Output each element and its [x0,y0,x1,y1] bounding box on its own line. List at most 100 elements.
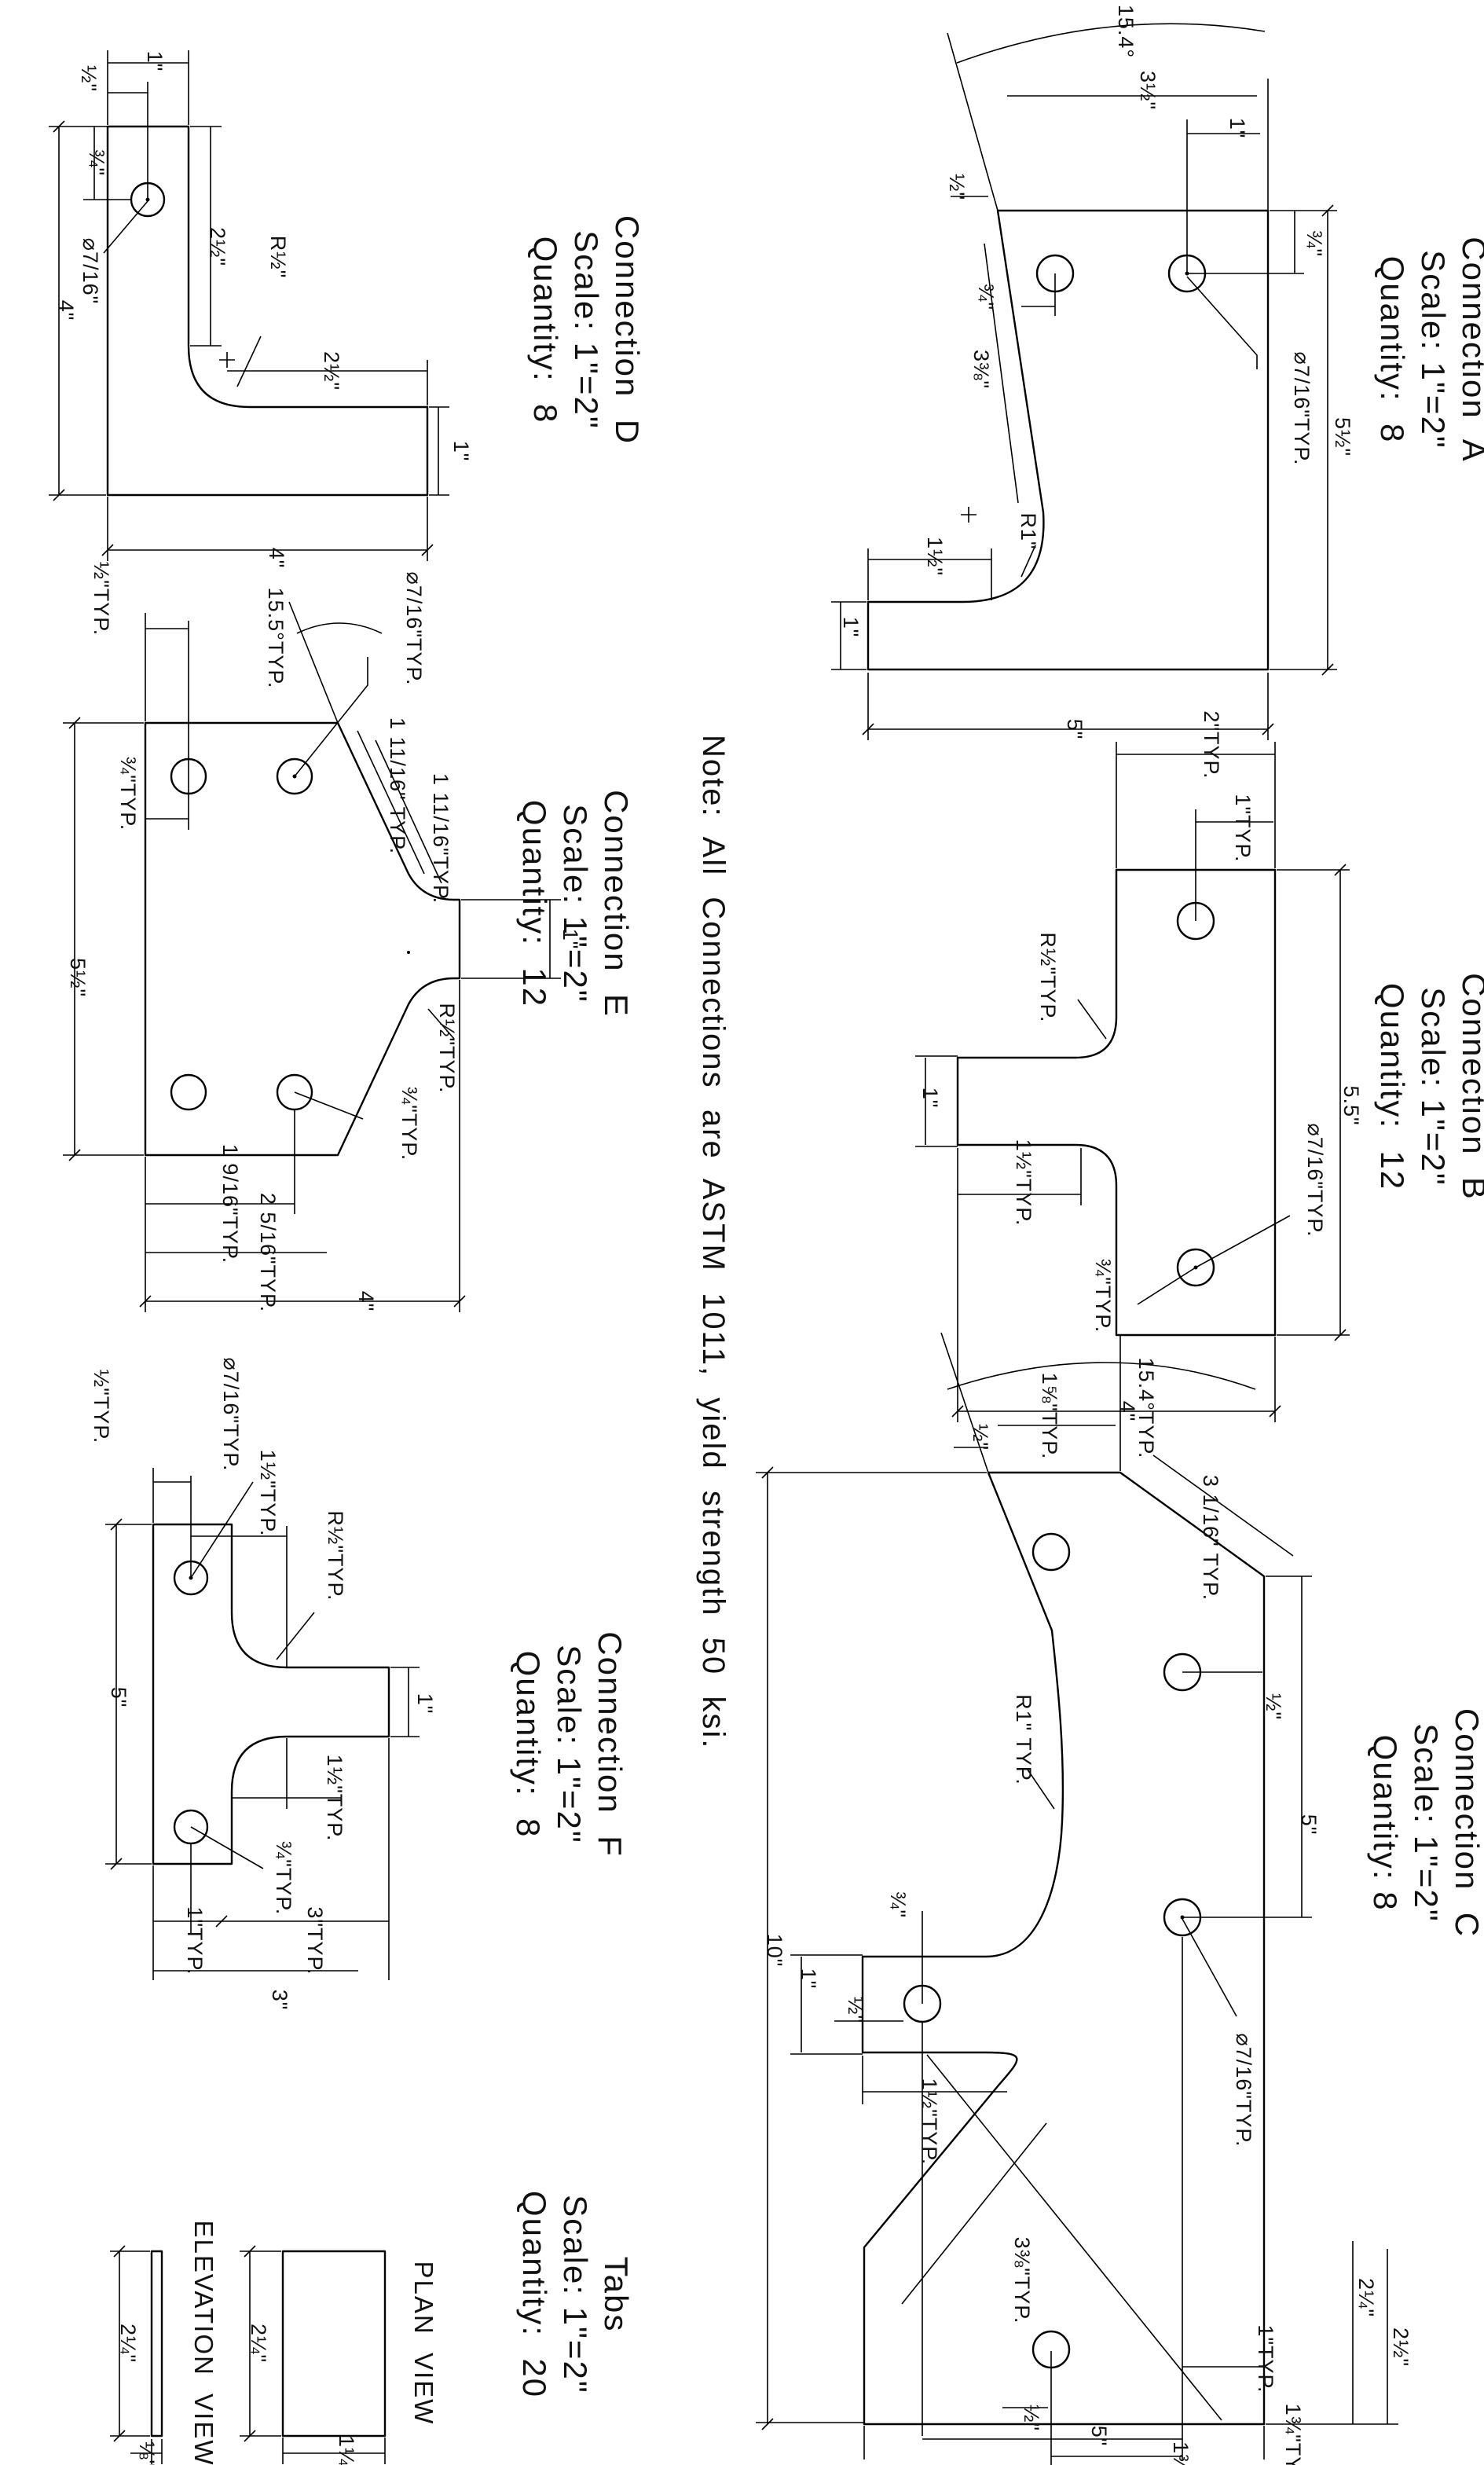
dim-label: 1¼" [335,2435,358,2465]
part-outline-c [861,1471,1266,2426]
part-outline-e [144,721,461,1157]
dim-label: 15.4°TYP. [1134,1358,1158,1459]
dim-label: 15.5°TYP. [264,588,288,689]
dim-label: ¾" [974,284,998,310]
dim-label: 1¾"TYP. [1281,2404,1305,2465]
quantity-connection-b: Quantity: 12 [1374,983,1411,1190]
dim-label: ¾" [886,1891,910,1918]
dim-label: ⌀7/16"TYP. [1303,1124,1327,1238]
scale-connection-e: Scale: 1"=2" [557,804,594,1003]
dim-label: 2"TYP. [1200,710,1223,779]
dim-label: 1" [449,441,473,462]
dim-label: ½" [969,1424,992,1451]
dim-label: ½"TYP. [90,1370,113,1444]
dim-label: ¾"TYP. [272,1841,295,1916]
dim-label: ¾"TYP. [1091,1259,1115,1333]
hole-e3 [170,1073,207,1111]
part-outline-d [106,125,429,497]
hole-center-dot [407,951,410,954]
part-outline-b [956,868,1277,1337]
dim-label: 4" [354,1291,378,1312]
dim-label: ¾"TYP. [398,1087,421,1161]
dim-label: 1 11/16"TYP. [429,773,453,904]
dim-label: ¾" [85,149,108,176]
dim-label: R½" [266,236,290,279]
hole-b2 [1176,1248,1215,1287]
dim-label: 5½" [66,958,90,997]
scale-connection-a: Scale: 1"=2" [1415,250,1452,449]
dim-label: ⌀7/16" [79,238,102,304]
quantity-connection-d: Quantity: 8 [527,237,564,424]
dim-label: ½"TYP. [90,562,113,636]
dimension-lines-c [756,1332,1398,2465]
dim-label: 1"TYP. [183,1906,207,1975]
quantity-tabs: Quantity: 20 [516,2191,553,2398]
dim-label: 1" [839,617,863,638]
tab-plan-view-outline [281,2250,387,2437]
tabs-detail: 2¼" 1¼" 2¼" ⅛" PLAN VIEW ELEVATION VIEW … [110,2191,635,2465]
dim-label: R1" TYP. [1012,1694,1035,1785]
dim-label: 4" [54,300,78,321]
dim-label: 3 1/16" TYP. [1199,1475,1222,1601]
dim-label: 2 5/16"TYP. [256,1193,280,1312]
dim-label: 1"TYP. [1254,2324,1277,2393]
scale-connection-d: Scale: 1"=2" [568,230,605,429]
dim-label: ⌀7/16"TYP. [1232,2034,1255,2148]
dim-label: 1" [559,929,582,950]
connection-d: 1" ½" ¾" ⌀7/16" 4" 2½" R½" 2½" 1" 4" Con… [49,50,646,568]
dim-label: ½" [1020,2404,1043,2431]
part-outline-a [867,209,1270,671]
tab-elevation-view-outline [150,2250,163,2437]
center-mark-a [961,507,977,523]
title-connection-c: Connection C [1449,1708,1484,1938]
quantity-connection-f: Quantity: 8 [510,1651,547,1839]
dim-label: 3"TYP. [303,1906,327,1975]
dim-label: 4" [1116,1401,1139,1422]
elevation-view-label: ELEVATION VIEW [189,2221,218,2465]
dim-label: R½"TYP. [324,1510,347,1601]
dim-label: ½" [1262,1693,1285,1720]
dim-label: 3" [268,1990,291,2011]
dim-label: 4" [265,548,288,569]
dim-label: 1¾" [1169,2441,1193,2465]
dim-label: R1" [1017,512,1040,549]
connection-f: ½"TYP. ⌀7/16"TYP. 1½"TYP. R½"TYP. 1" 5" … [90,1358,628,2011]
dim-label: 1" [1226,118,1249,139]
dimension-lines-tabs [110,2245,386,2464]
note-text: Note: All Connections are ASTM 1011, yie… [696,735,731,1749]
dim-label: ¾"TYP. [116,757,140,831]
quantity-connection-c: Quantity: 8 [1367,1734,1404,1911]
dim-label: 15.4° [1114,5,1138,58]
scale-connection-f: Scale: 1"=2" [551,1645,588,1843]
scale-tabs: Scale: 1"=2" [557,2195,594,2393]
dim-label: 5" [1063,719,1086,740]
scale-connection-b: Scale: 1"=2" [1415,987,1452,1186]
dim-label: 2¼" [1354,2278,1378,2317]
connection-c: 15.4°TYP. 1⅝"TYP. ½" 3 1/16" TYP. ½" 5" … [756,1332,1484,2465]
dim-label: 1½"TYP. [323,1755,346,1842]
dim-label: R½"TYP. [435,1003,459,1093]
dim-label: 5" [1087,2426,1111,2447]
title-connection-e: Connection E [598,790,635,1018]
dim-label: 5.5" [1339,1085,1363,1125]
title-connection-a: Connection A [1456,237,1484,463]
dim-label: 2¼" [116,2324,140,2363]
dim-label: 1" [918,1088,942,1109]
quantity-connection-e: Quantity: 12 [516,800,553,1007]
dim-label: 1⅝"TYP. [1038,1373,1061,1460]
title-connection-b: Connection B [1456,973,1484,1201]
dim-label: 3⅜"TYP. [1010,2237,1034,2324]
dim-label: 1" [143,51,167,72]
dim-label: ½" [844,1997,867,2023]
title-tabs: Tabs [598,2257,635,2333]
dimension-lines-f [105,1468,420,1980]
dim-label: 1½"TYP. [1012,1139,1035,1227]
dim-label: 1" [797,1968,820,1990]
quantity-connection-a: Quantity: 8 [1374,256,1411,444]
dim-label: 1½" [923,537,947,576]
dim-label: ⌀7/16"TYP. [402,572,426,686]
dimension-lines-a [831,23,1337,740]
plan-view-label: PLAN VIEW [409,2261,438,2426]
